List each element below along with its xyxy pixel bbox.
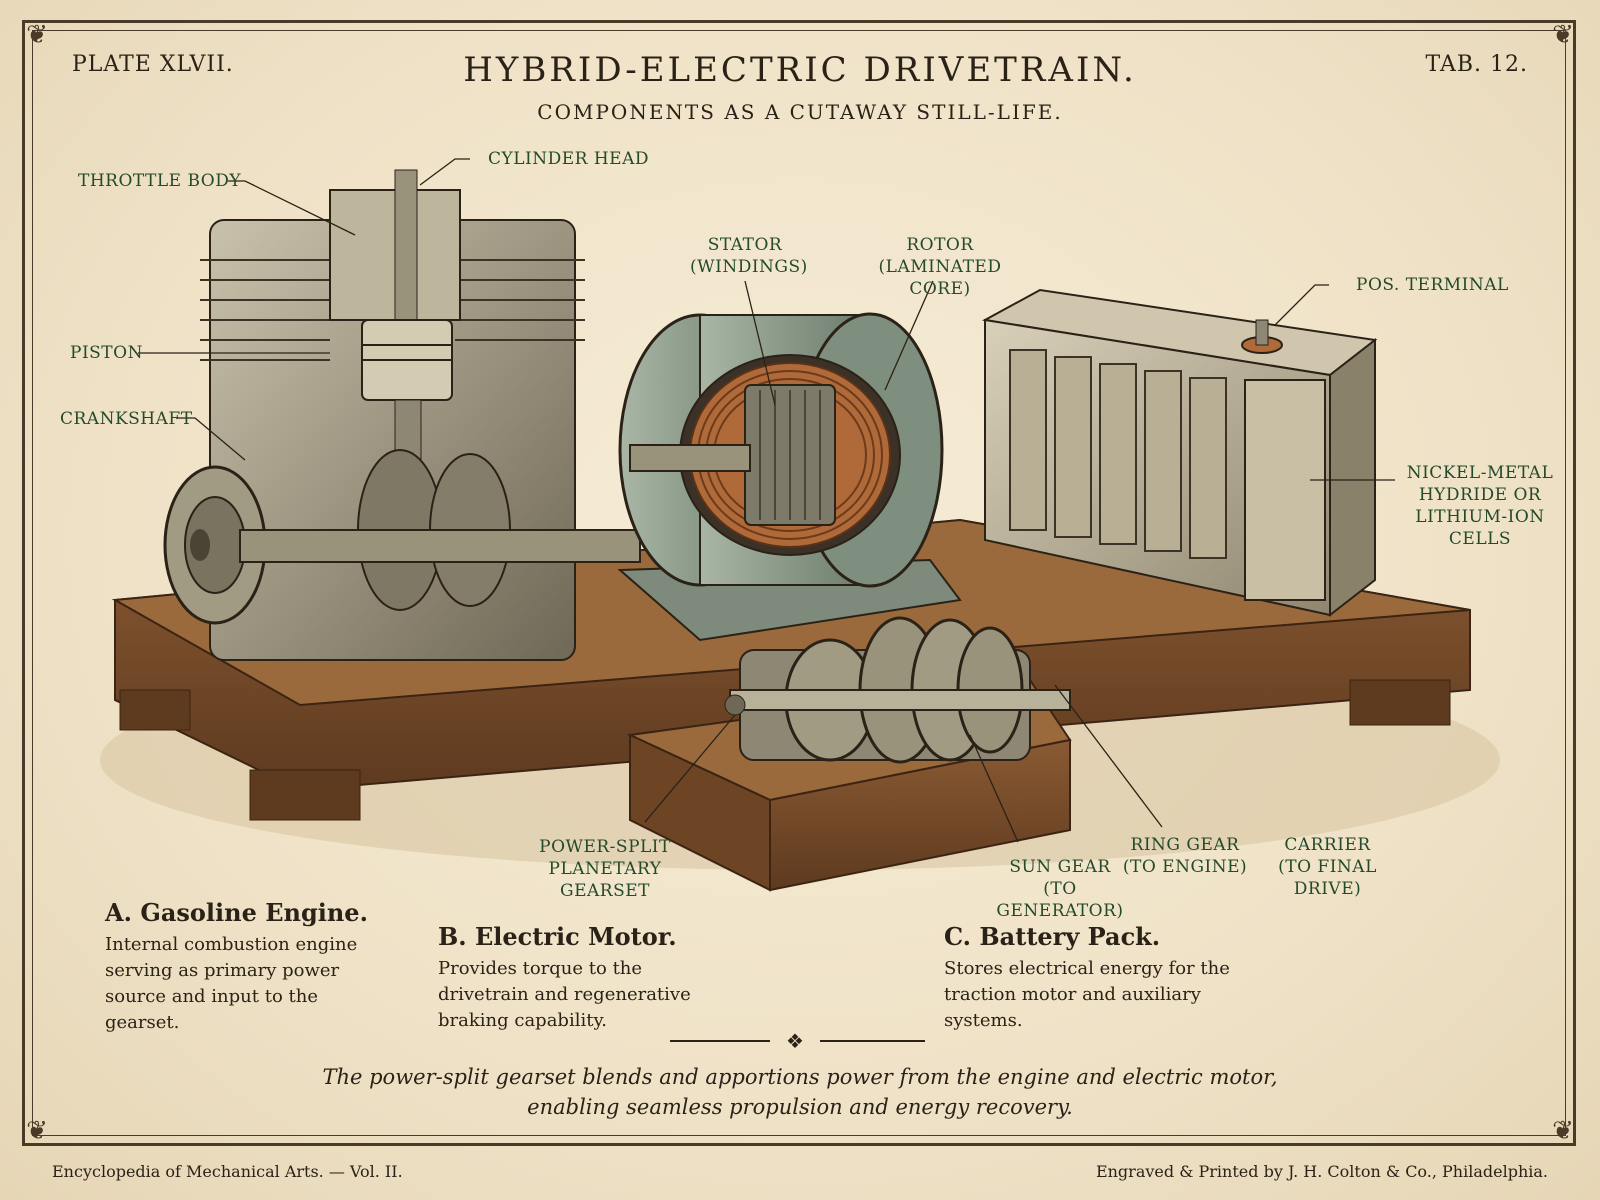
caption-a-title: A. Gasoline Engine.	[105, 898, 368, 927]
corner-ornament-icon: ❦	[1552, 20, 1574, 50]
corner-ornament-icon: ❦	[26, 1116, 48, 1146]
label-carrier: CARRIER (TO FINAL DRIVE)	[1255, 834, 1400, 900]
outer-border	[22, 20, 1576, 1146]
label-stator-line2: (WINDINGS)	[690, 257, 808, 277]
label-stator: STATOR (WINDINGS)	[690, 234, 808, 278]
label-sun-gear-line2: (TO GENERATOR)	[996, 879, 1124, 921]
label-gearset-line2: PLANETARY GEARSET	[548, 859, 662, 901]
label-carrier-line1: CARRIER	[1284, 835, 1371, 855]
caption-b-body: Provides torque to the drivetrain and re…	[438, 958, 691, 1031]
plate-number: PLATE XLVII.	[72, 52, 234, 77]
label-sun-gear-line1: SUN GEAR	[1009, 857, 1111, 877]
corner-ornament-icon: ❦	[1552, 1116, 1574, 1146]
footer-publication: Encyclopedia of Mechanical Arts. — Vol. …	[52, 1162, 403, 1181]
corner-ornament-icon: ❦	[26, 20, 48, 50]
label-carrier-line2: (TO FINAL DRIVE)	[1278, 857, 1377, 899]
leader-lines	[138, 158, 1395, 843]
label-ring-gear-line2: (TO ENGINE)	[1122, 857, 1248, 877]
footer-printer: Engraved & Printed by J. H. Colton & Co.…	[1095, 1162, 1548, 1181]
label-cells-line2: HYDRIDE OR	[1418, 485, 1542, 505]
label-sun-gear: SUN GEAR (TO GENERATOR)	[990, 856, 1130, 922]
label-rotor: ROTOR (LAMINATED CORE)	[850, 234, 1030, 300]
battery-pack	[981, 288, 1378, 618]
label-throttle-body: THROTTLE BODY	[78, 171, 242, 191]
label-cells: NICKEL-METAL HYDRIDE OR LITHIUM-ION CELL…	[1395, 462, 1565, 550]
plate-title: HYBRID-ELECTRIC DRIVETRAIN.	[463, 50, 1137, 90]
svg-text:❖: ❖	[786, 1029, 804, 1053]
table-number: TAB. 12.	[1425, 52, 1528, 77]
label-ring-gear: RING GEAR (TO ENGINE)	[1120, 834, 1250, 878]
label-rotor-line1: ROTOR	[906, 235, 974, 255]
caption-c-title: C. Battery Pack.	[944, 922, 1161, 951]
divider-ornament: ❖	[670, 1029, 925, 1053]
gasoline-engine	[163, 169, 641, 661]
planetary-gearset	[724, 616, 1071, 764]
electric-motor	[617, 312, 962, 642]
inner-border	[32, 30, 1566, 1136]
caption-b-title: B. Electric Motor.	[438, 922, 677, 951]
label-piston: PISTON	[70, 343, 143, 363]
label-power-split-gearset: POWER-SPLIT PLANETARY GEARSET	[515, 836, 695, 902]
label-cells-line3: LITHIUM-ION CELLS	[1415, 507, 1545, 549]
label-crankshaft: CRANKSHAFT	[60, 409, 193, 429]
label-stator-line1: STATOR	[707, 235, 783, 255]
caption-c-body: Stores electrical energy for the tractio…	[944, 958, 1230, 1031]
closing-note-line1: The power-split gearset blends and appor…	[322, 1065, 1278, 1089]
plate-subtitle: COMPONENTS AS A CUTAWAY STILL-LIFE.	[537, 100, 1063, 124]
label-rotor-line2: (LAMINATED CORE)	[878, 257, 1002, 299]
closing-note-line2: enabling seamless propulsion and energy …	[527, 1095, 1073, 1119]
label-pos-terminal: POS. TERMINAL	[1356, 275, 1509, 295]
closing-note: The power-split gearset blends and appor…	[0, 1062, 1600, 1122]
label-gearset-line1: POWER-SPLIT	[539, 837, 671, 857]
label-ring-gear-line1: RING GEAR	[1130, 835, 1240, 855]
caption-a-body: Internal combustion engine serving as pr…	[105, 934, 358, 1033]
label-cylinder-head: CYLINDER HEAD	[488, 149, 649, 169]
label-cells-line1: NICKEL-METAL	[1406, 463, 1554, 483]
